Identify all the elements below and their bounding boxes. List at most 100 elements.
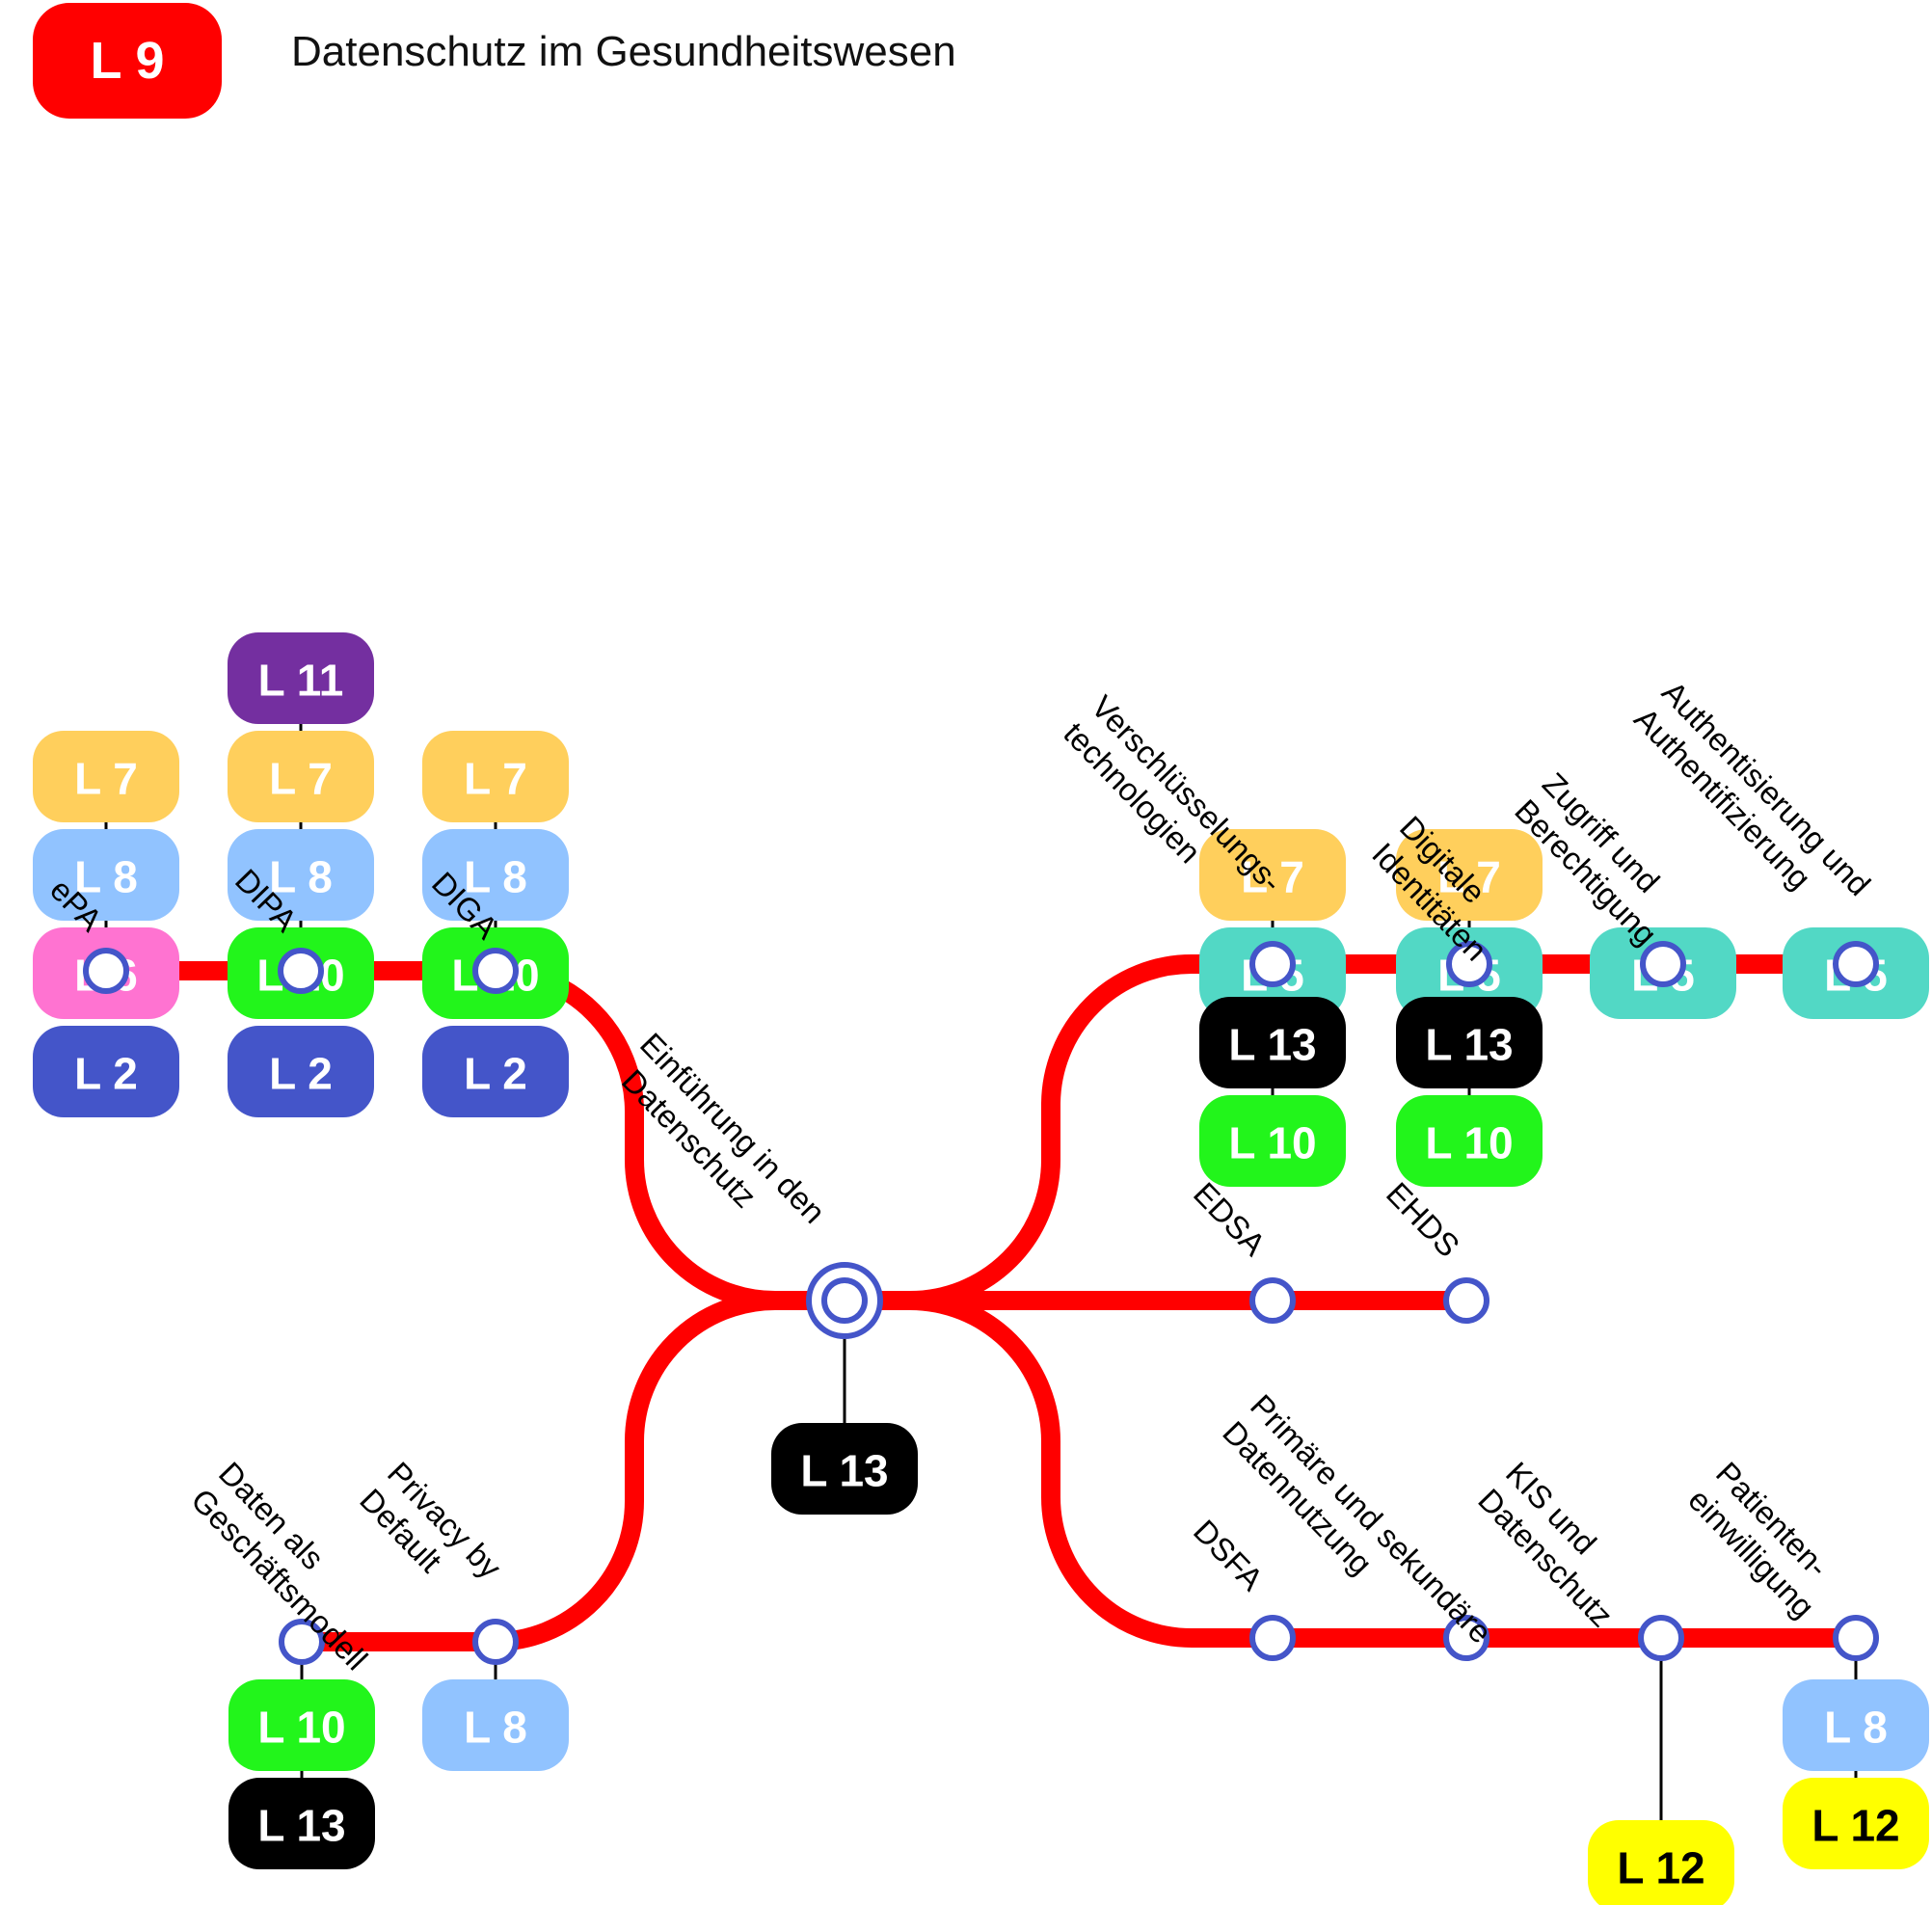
stations [83, 941, 1879, 1665]
line-badge-label: L 7 [1437, 852, 1501, 902]
line-badge-bg [228, 829, 374, 921]
line-badge-bg [1783, 1778, 1929, 1869]
line-badge-bg [1396, 997, 1543, 1088]
line-badge-bg [422, 829, 569, 921]
line-badge-label: L 8 [464, 852, 527, 902]
line-badge-label: L 7 [1241, 852, 1304, 902]
station-label-line: DSFA [1187, 1513, 1270, 1597]
line-badge[interactable]: L 13 [228, 1778, 375, 1869]
line-badge-label: L 2 [464, 1049, 527, 1099]
station-daten-geschaeftsmodell[interactable] [279, 1619, 325, 1665]
line-badge[interactable]: L 12 [1588, 1820, 1734, 1905]
line-badge-label: L 13 [1425, 1020, 1513, 1070]
line-badge-bg [228, 1679, 375, 1771]
station-label-line: Primäre und sekundäre [1244, 1387, 1499, 1650]
line-badge-bg [33, 829, 179, 921]
line-badge-bg [33, 731, 179, 822]
station-dipa[interactable] [278, 948, 324, 994]
line-badge [33, 3, 222, 119]
line-badge[interactable]: L 7 [1396, 829, 1543, 921]
station-authentisierung[interactable] [1833, 941, 1879, 987]
line-badge[interactable]: L 8 [422, 1679, 569, 1771]
line-badge[interactable]: L 10 [228, 1679, 375, 1771]
station-edsa[interactable] [1249, 1277, 1296, 1324]
station-label-patienteneinwilligung: Patienten-einwilligung [1681, 1455, 1836, 1624]
station-datennutzung[interactable] [1443, 1615, 1489, 1661]
hub-station[interactable] [806, 1262, 883, 1339]
station-label-edsa: EDSA [1187, 1175, 1273, 1262]
station-label-dsfa: DSFA [1187, 1513, 1270, 1597]
line-badge-bg [422, 1026, 569, 1117]
station-label-line: EDSA [1187, 1175, 1273, 1262]
page-title: Datenschutz im Gesundheitswesen [291, 28, 956, 75]
station-zugriff[interactable] [1640, 941, 1686, 987]
line-badge-label: L 12 [1617, 1843, 1704, 1893]
station-diga[interactable] [472, 948, 519, 994]
line-badge-label: L 8 [269, 852, 333, 902]
station-label-ehds: EHDS [1380, 1175, 1466, 1264]
line-badge[interactable]: L 13 [1199, 997, 1346, 1088]
line-badge-bg [1199, 997, 1346, 1088]
header: L 9 Datenschutz im Gesundheitswesen [33, 3, 956, 119]
line-badge[interactable]: L 7 [33, 731, 179, 822]
station-epa[interactable] [83, 948, 129, 994]
hub-line-badge-bg [771, 1423, 918, 1515]
track [106, 954, 1857, 1651]
line-badge[interactable]: L 11 [228, 632, 374, 724]
line-badge[interactable]: L 10 [1396, 1095, 1543, 1187]
line-badge-bg [1783, 1679, 1929, 1771]
line-badge-label: L 12 [1811, 1801, 1899, 1851]
station-digitale-identitaeten[interactable] [1446, 941, 1492, 987]
station-privacy-default[interactable] [472, 1619, 519, 1665]
line-badge-bg [228, 632, 374, 724]
line-badge[interactable]: L 7 [228, 731, 374, 822]
line-badge-bg [422, 731, 569, 822]
line-badge-bg [228, 1778, 375, 1869]
line-badge[interactable]: L 8 [422, 829, 569, 921]
station-verschluesselung[interactable] [1249, 941, 1296, 987]
line-badge-label: L 13 [1228, 1020, 1316, 1070]
line-badge-bg [228, 731, 374, 822]
line-badge[interactable]: L 7 [422, 731, 569, 822]
line-badge-label: L 8 [464, 1703, 527, 1753]
line-badge[interactable]: L 10 [1199, 1095, 1346, 1187]
line-badge-label: L 7 [464, 754, 527, 804]
station-patienteneinwilligung[interactable] [1833, 1615, 1879, 1661]
line-badge-bg [1199, 829, 1346, 921]
line-badge-label: L 10 [1425, 1118, 1513, 1168]
line-badge-bg [1199, 1095, 1346, 1187]
line-badge-label: L 10 [1228, 1118, 1316, 1168]
station-ehds[interactable] [1443, 1277, 1489, 1324]
track-upper-right [845, 954, 1856, 1310]
line-badge[interactable]: L 2 [422, 1026, 569, 1117]
station-label-line: EHDS [1380, 1175, 1466, 1264]
line-badge-label: L 8 [1824, 1703, 1888, 1753]
line-badge-label: L 11 [258, 656, 344, 706]
line-badge[interactable]: L 7 [1199, 829, 1346, 921]
line-badge[interactable]: L 2 [33, 1026, 179, 1117]
line-badge[interactable]: L 8 [1783, 1679, 1929, 1771]
line-badges: L 7L 8L 6L 2L 11L 7L 8L 10L 2L 7L 8L 10L… [33, 632, 1929, 1905]
station-dsfa[interactable] [1249, 1615, 1296, 1661]
hub-line-badge[interactable]: L 13 [771, 1423, 918, 1515]
station-kis[interactable] [1638, 1615, 1684, 1661]
line-badge[interactable]: L 13 [1396, 997, 1543, 1088]
line-badge-label: L 8 [74, 852, 138, 902]
line-badge-label: L 9 [90, 32, 164, 90]
track-lower-left [302, 1291, 845, 1651]
line-badge-label: L 2 [74, 1049, 138, 1099]
line-badge-label: L 2 [269, 1049, 333, 1099]
line-badge[interactable]: L 8 [228, 829, 374, 921]
line-badge[interactable]: L 2 [228, 1026, 374, 1117]
line-badge-label: L 13 [257, 1801, 345, 1851]
line-badge[interactable]: L 8 [33, 829, 179, 921]
line-badge-label: L 7 [269, 754, 333, 804]
hub-line-badge-label: L 13 [800, 1446, 888, 1496]
line-badge[interactable]: L 12 [1783, 1778, 1929, 1869]
line-badge-bg [228, 1026, 374, 1117]
line-badge-bg [1396, 829, 1543, 921]
